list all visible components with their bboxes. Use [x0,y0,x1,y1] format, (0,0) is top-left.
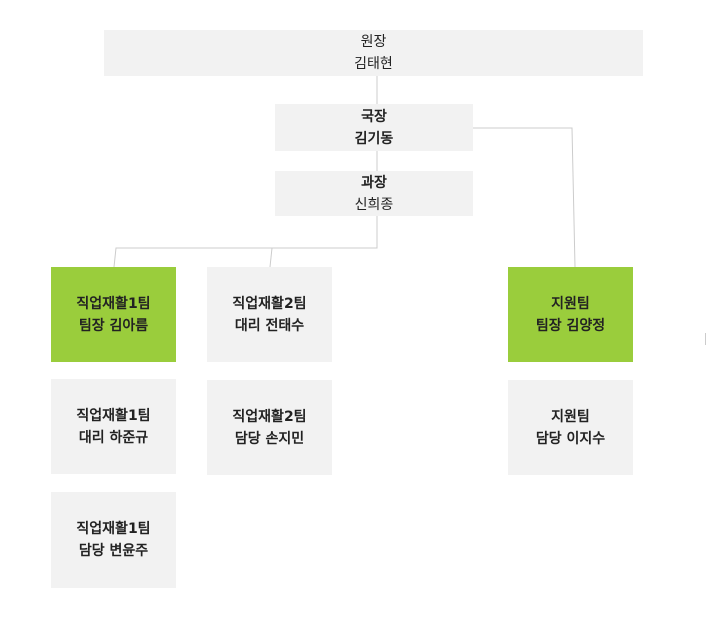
line-bureau-support [473,127,576,268]
team1-staff-a-person: 대리 하준규 [78,429,149,446]
edge-divider [705,333,706,345]
team2-staff-b-person: 담당 손지민 [234,430,305,447]
section-chief-name: 신희종 [354,196,394,213]
director-name: 김태현 [354,56,393,72]
support-leader-box: 지원팀 팀장 김양정 [508,267,633,362]
team1-staff-b-person: 담당 변윤주 [78,543,149,559]
team2-staff-b-team: 직업재활2팀 [232,408,307,425]
support-staff-team: 지원팀 [551,408,590,425]
line-section-team1 [113,216,378,268]
support-leader-team: 지원팀 [551,295,590,312]
team2-staff-a-person: 대리 전태수 [234,317,305,334]
team2-staff-a-box: 직업재활2팀 대리 전태수 [207,267,332,362]
team1-staff-b-team: 직업재활1팀 [76,521,151,537]
bureau-chief-name: 김기동 [354,130,394,147]
support-leader-person: 팀장 김양정 [535,317,606,334]
team2-staff-a-team: 직업재활2팀 [232,295,307,312]
bureau-chief-box: 국장 김기동 [275,104,473,151]
line-section-team2 [269,247,273,268]
team1-leader-person: 팀장 김아름 [78,317,149,334]
team1-leader-box: 직업재활1팀 팀장 김아름 [51,267,176,362]
team1-leader-team: 직업재활1팀 [76,295,151,312]
team1-staff-b-box: 직업재활1팀 담당 변윤주 [51,492,176,588]
support-staff-person: 담당 이지수 [535,430,606,447]
team1-staff-a-team: 직업재활1팀 [76,407,151,424]
section-chief-title: 과장 [361,174,387,191]
team2-staff-b-box: 직업재활2팀 담당 손지민 [207,380,332,475]
director-box: 원장 김태현 [104,30,643,76]
support-staff-box: 지원팀 담당 이지수 [508,380,633,475]
section-chief-box: 과장 신희종 [275,171,473,216]
team1-staff-a-box: 직업재활1팀 대리 하준규 [51,379,176,474]
director-title: 원장 [360,34,387,50]
bureau-chief-title: 국장 [361,108,387,125]
